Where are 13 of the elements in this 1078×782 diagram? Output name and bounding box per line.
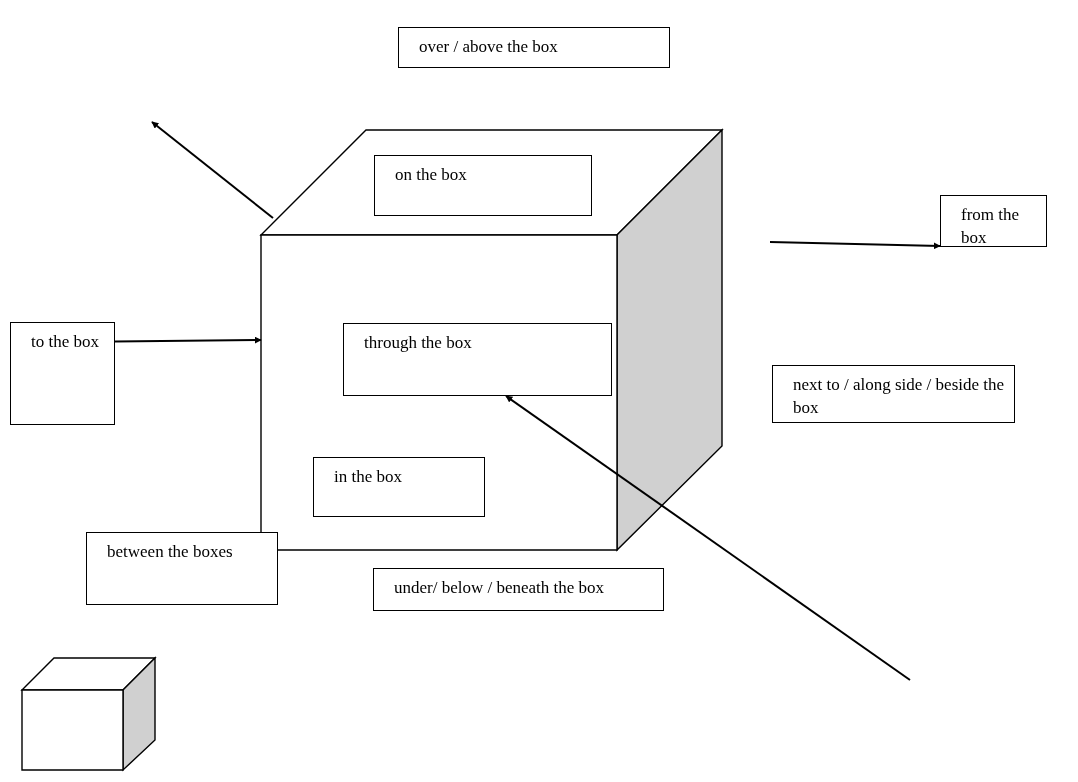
arrow [114,336,262,344]
text-box: over / above the box [398,27,670,68]
arrow [505,395,911,681]
text-box: under/ below / beneath the box [373,568,664,611]
arrow [769,241,941,250]
text-box: to the box [10,322,115,425]
text-box: in the box [313,457,485,517]
arrow [151,121,274,219]
text-box: between the boxes [86,532,278,605]
text-box: on the box [374,155,592,216]
text-box: next to / along side / beside the box [772,365,1015,423]
text-box: through the box [343,323,612,396]
text-box: from the box [940,195,1047,247]
